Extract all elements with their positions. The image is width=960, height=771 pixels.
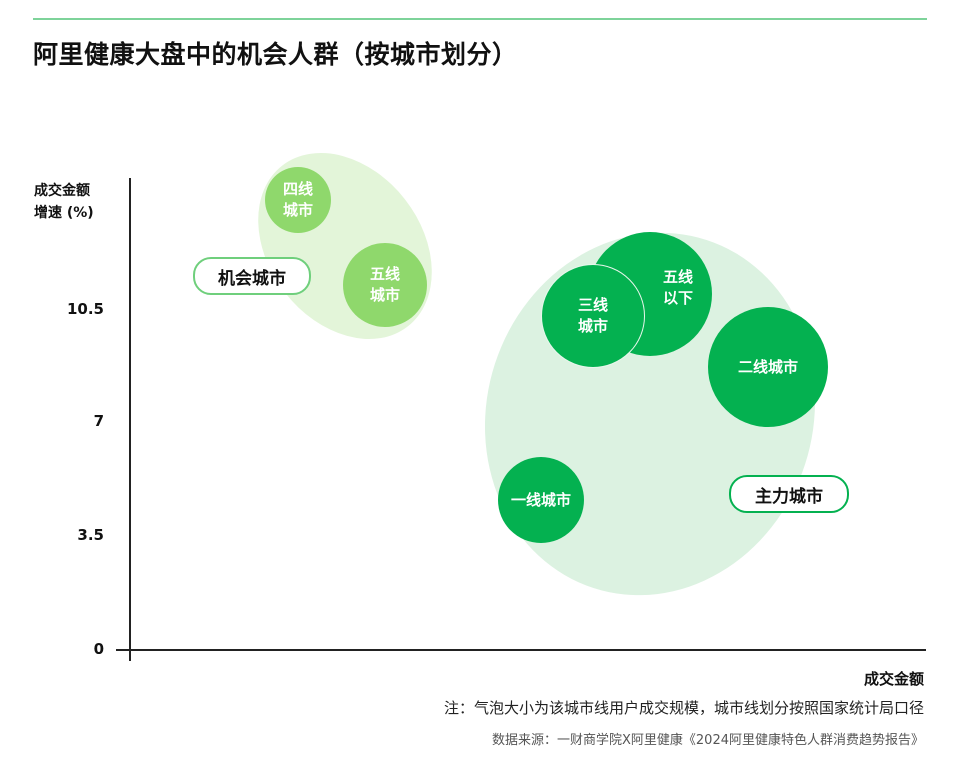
y-axis-label-line1: 成交金额 [34, 183, 90, 199]
chart-title: 阿里健康大盘中的机会人群（按城市划分） [33, 40, 518, 69]
bubble-tier3-city: 三线 城市 [541, 264, 645, 368]
bubble-tier4-city: 四线 城市 [265, 167, 331, 233]
y-tick-7: 7 [93, 412, 104, 430]
y-tick-0: 0 [93, 640, 104, 658]
bubble-tier1-city: 一线城市 [498, 457, 584, 543]
data-source: 数据来源：一财商学院X阿里健康《2024阿里健康特色人群消费趋势报告》 [492, 733, 924, 748]
opportunity-group-ellipse [258, 152, 432, 340]
y-axis-line [129, 178, 131, 661]
x-axis-label: 成交金额 [863, 670, 924, 688]
opportunity-city-tag: 机会城市 [193, 257, 311, 295]
top-divider-line [33, 18, 927, 20]
footnote: 注：气泡大小为该城市线用户成交规模，城市线划分按照国家统计局口径 [443, 699, 924, 717]
x-axis-line [116, 649, 926, 651]
bubble-tier5-city: 五线 城市 [343, 243, 427, 327]
main-city-tag: 主力城市 [729, 475, 849, 513]
y-tick-3-5: 3.5 [77, 526, 104, 544]
y-tick-10-5: 10.5 [66, 300, 104, 318]
bubble-tier2-city: 二线城市 [708, 307, 828, 427]
y-axis-label-line2: 增速 (%) [34, 205, 94, 221]
y-axis-label: 成交金额 增速 (%) [34, 180, 94, 224]
